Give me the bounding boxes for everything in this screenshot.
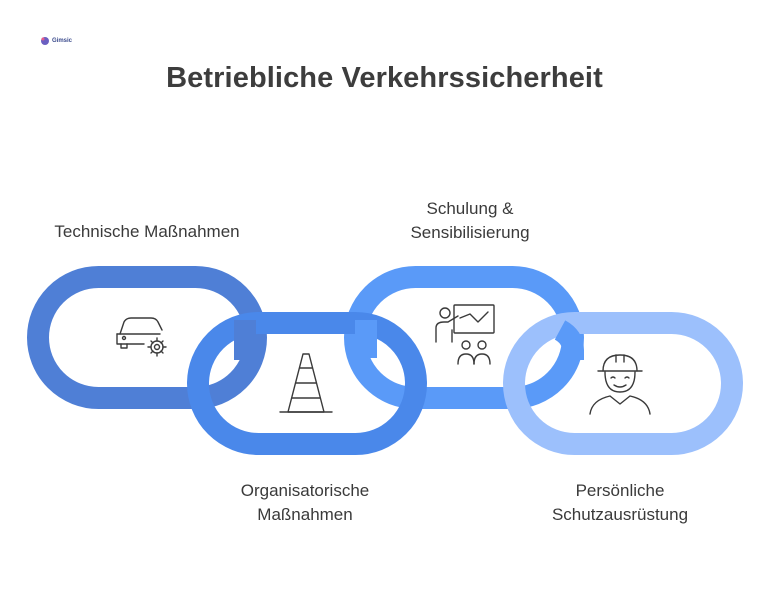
logo-text: Gimsic — [52, 38, 73, 44]
label-persoenliche-schutzausruestung: Persönliche Schutzausrüstung — [551, 481, 689, 524]
label-schulung-sensibilisierung: Schulung & Sensibilisierung — [410, 199, 530, 242]
logo-icon — [41, 37, 49, 45]
chain-link-psa — [503, 312, 743, 455]
label-technische-massnahmen: Technische Maßnahmen — [54, 222, 240, 241]
car-gear-icon — [116, 317, 167, 357]
worker-helmet-icon — [589, 354, 651, 415]
chain-link-organisatorisch — [187, 312, 427, 455]
page-title: Betriebliche Verkehrssicherheit — [166, 62, 603, 94]
presentation-icon — [435, 304, 495, 365]
logo: Gimsic — [40, 36, 72, 46]
traffic-cone-icon — [279, 353, 333, 413]
label-organisatorische-massnahmen: Organisatorische Maßnahmen — [240, 481, 370, 524]
